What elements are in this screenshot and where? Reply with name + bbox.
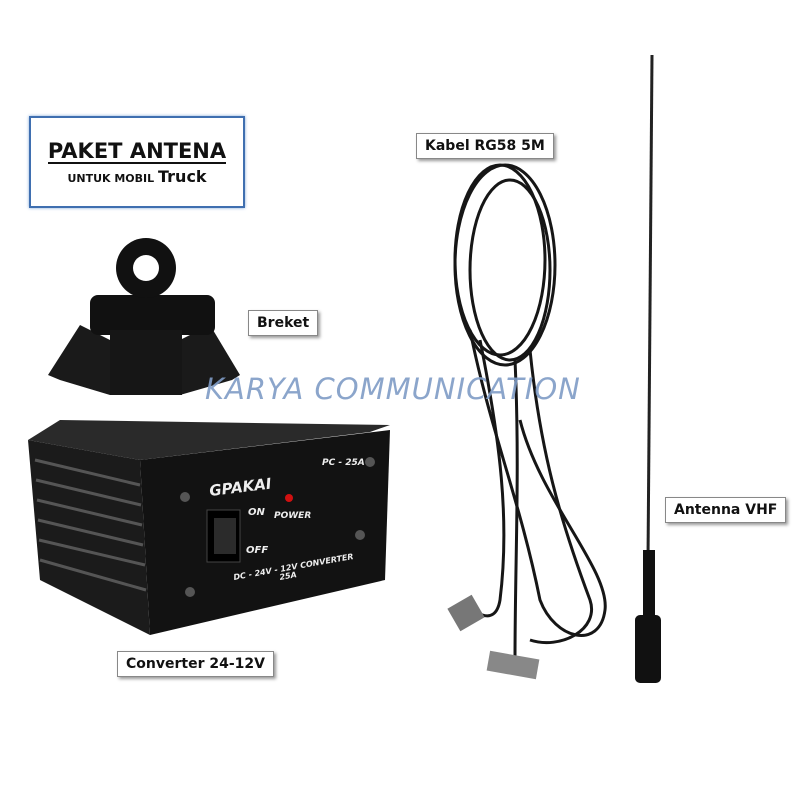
title-sub: UNTUK MOBIL Truck — [31, 167, 243, 186]
converter-power-text: POWER — [274, 511, 311, 521]
bracket-image — [48, 238, 240, 395]
converter-on-text: ON — [248, 507, 266, 518]
title-main: PAKET ANTENA — [47, 139, 227, 164]
converter-image: GPAKAI PC - 25A ON OFF POWER DC - 24V - … — [28, 420, 390, 635]
converter-rating: 25A — [279, 570, 298, 582]
title-sub-emphasis: Truck — [158, 167, 207, 186]
cable-image — [453, 163, 607, 661]
label-antenna: Antenna VHF — [665, 497, 787, 523]
label-converter: Converter 24-12V — [117, 651, 274, 677]
antenna-image — [635, 54, 661, 683]
label-cable: Kabel RG58 5M — [416, 133, 554, 159]
converter-model: PC - 25A — [322, 458, 365, 468]
watermark: KARYA COMMUNICATION — [205, 372, 581, 406]
title-box: PAKET ANTENA UNTUK MOBIL Truck — [29, 116, 245, 208]
label-bracket: Breket — [248, 310, 319, 336]
converter-off-text: OFF — [246, 545, 268, 556]
title-sub-text: UNTUK MOBIL — [67, 172, 155, 185]
